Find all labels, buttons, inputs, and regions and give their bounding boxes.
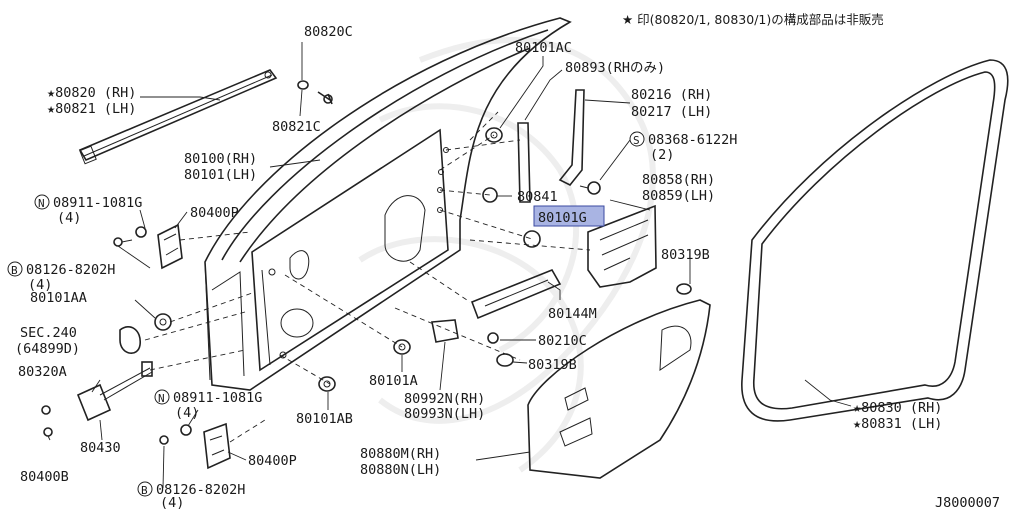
label-08911-lower-qty: (4) <box>175 405 199 421</box>
sash-80216 <box>558 89 585 187</box>
label-80400p-lower: 80400P <box>248 453 297 469</box>
clip-80210c <box>487 332 499 344</box>
label-80101ab: 80101AB <box>296 411 353 427</box>
bracket-80858 <box>587 204 657 288</box>
label-80210c: 80210C <box>538 333 587 349</box>
bolt-08126-upper <box>113 237 133 247</box>
label-80400b: 80400B <box>20 469 69 485</box>
note-text: ★ 印(80820/1, 80830/1)の構成部品は非販売 <box>622 12 884 27</box>
grommet-80101aa <box>154 313 172 331</box>
svg-text:N: N <box>38 197 45 210</box>
marker-b-08126-upper: B <box>7 261 23 277</box>
label-80821: ★80821 (LH) <box>47 101 136 117</box>
assembly-guides <box>144 111 591 443</box>
label-80820c: 80820C <box>304 24 353 40</box>
plug-80101g <box>523 230 541 248</box>
label-08368-qty: (2) <box>650 147 674 163</box>
labels: ★ 印(80820/1, 80830/1)の構成部品は非販売 80820C ★8… <box>7 12 1000 510</box>
hinge-lower-80400p <box>203 422 231 470</box>
sash-seal-80893 <box>517 122 531 203</box>
screw-08368 <box>579 181 601 195</box>
label-08126-upper: 08126-8202H <box>26 262 115 278</box>
sealing-screen-80880m <box>527 299 711 479</box>
label-80992n: 80992N(RH) <box>404 391 485 407</box>
label-80830: ★80830 (RH) <box>853 400 942 416</box>
weatherstrip-80830 <box>741 59 1009 422</box>
label-80101aa: 80101AA <box>30 290 87 306</box>
svg-text:N: N <box>158 392 165 405</box>
label-80820: ★80820 (RH) <box>47 85 136 101</box>
label-80101a: 80101A <box>369 373 418 389</box>
bolt-08911-upper <box>135 226 147 238</box>
bolt-80400b <box>43 427 53 437</box>
label-08911-upper: 08911-1081G <box>53 195 142 211</box>
grommet-80101a <box>393 339 411 355</box>
label-80831: ★80831 (LH) <box>853 416 942 432</box>
label-80880n: 80880N(LH) <box>360 462 441 478</box>
label-08368: 08368-6122H <box>648 132 737 148</box>
bolt-08911-lower <box>180 424 192 436</box>
highlight-80101g <box>533 205 605 227</box>
clip-80820c <box>297 80 309 90</box>
bolt-80320a <box>41 405 51 415</box>
bolt-08126-lower <box>159 435 169 445</box>
connector-sec240 <box>119 326 141 354</box>
label-08126-lower-qty: (4) <box>160 495 184 510</box>
label-08911-upper-qty: (4) <box>57 210 81 226</box>
label-80880m: 80880M(RH) <box>360 446 441 462</box>
label-80101g: 80101G <box>538 210 587 226</box>
plug-80841 <box>482 187 498 203</box>
svg-text:B: B <box>141 484 148 497</box>
label-80101: 80101(LH) <box>184 167 257 183</box>
label-80216: 80216 (RH) <box>631 87 712 103</box>
label-08911-lower: 08911-1081G <box>173 390 262 406</box>
label-80100: 80100(RH) <box>184 151 257 167</box>
door-check-80430 <box>76 361 153 422</box>
hinge-upper-80400p <box>157 223 183 270</box>
label-sec240-sub: (64899D) <box>15 341 80 357</box>
door-shell-80100 <box>204 17 572 391</box>
clip-80319b-lower <box>496 353 514 367</box>
label-80319b-lower: 80319B <box>528 357 577 373</box>
label-80144m: 80144M <box>548 306 597 322</box>
clip-80319b-upper <box>676 283 692 295</box>
bracket-80992n <box>431 319 459 343</box>
label-80400p-upper: 80400P <box>190 205 239 221</box>
label-sec240: SEC.240 <box>20 325 77 341</box>
bar-80144m <box>470 268 562 320</box>
label-80320a: 80320A <box>18 364 67 380</box>
label-80841: 80841 <box>517 189 558 205</box>
label-80859: 80859(LH) <box>642 188 715 204</box>
label-08126-lower: 08126-8202H <box>156 482 245 498</box>
screw-80820c <box>317 91 333 105</box>
marker-s-08368: S <box>629 131 645 147</box>
label-80821c: 80821C <box>272 119 321 135</box>
label-80430: 80430 <box>80 440 121 456</box>
grommet-80101ac <box>485 127 503 143</box>
marker-b-08126-lower: B <box>137 481 153 497</box>
svg-text:S: S <box>633 134 640 147</box>
leader-lines <box>47 42 852 489</box>
label-80858: 80858(RH) <box>642 172 715 188</box>
svg-text:B: B <box>11 264 18 277</box>
outer-moulding-80820 <box>78 69 278 165</box>
label-80217: 80217 (LH) <box>631 104 712 120</box>
marker-n-08911-upper: N <box>34 194 50 210</box>
label-80319b-upper: 80319B <box>661 247 710 263</box>
label-08126-upper-qty: (4) <box>28 277 52 293</box>
label-80893: 80893(RHのみ) <box>565 60 665 76</box>
label-80993n: 80993N(LH) <box>404 406 485 422</box>
label-80101ac: 80101AC <box>515 40 572 56</box>
marker-n-08911-lower: N <box>154 389 170 405</box>
diagram-code: J8000007 <box>935 495 1000 510</box>
